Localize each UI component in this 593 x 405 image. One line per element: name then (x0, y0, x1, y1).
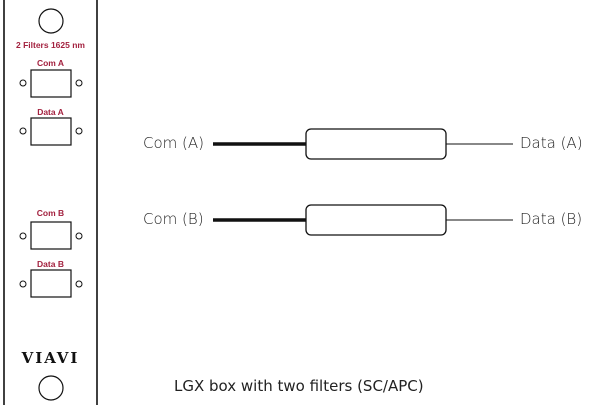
port-com-a-connector (19, 69, 83, 98)
port-label-com-a: Com A (36, 58, 65, 68)
port-label-com-b: Com B (36, 208, 65, 218)
port-data-b-connector (19, 269, 83, 298)
bottom-mount-hole-icon (38, 375, 64, 401)
port-com-b-connector (19, 221, 83, 250)
label-com-b: Com (B) (143, 210, 204, 228)
diagram-caption: LGX box with two filters (SC/APC) (174, 377, 424, 395)
port-label-data-b: Data B (37, 259, 64, 269)
top-mount-hole-icon (38, 8, 64, 34)
panel-title: 2 Filters 1625 nm (16, 40, 85, 50)
filter-b-box (305, 204, 447, 236)
label-com-a: Com (A) (143, 134, 204, 152)
port-data-a-connector (19, 117, 83, 146)
port-label-data-a: Data A (37, 107, 64, 117)
viavi-logo: VIAVI (21, 349, 80, 367)
filter-a-box (305, 128, 447, 160)
label-data-b: Data (B) (520, 210, 583, 228)
panel-frame (3, 0, 98, 405)
label-data-a: Data (A) (520, 134, 583, 152)
lgx-panel: 2 Filters 1625 nm Com A Data A Com B Dat… (3, 0, 98, 405)
